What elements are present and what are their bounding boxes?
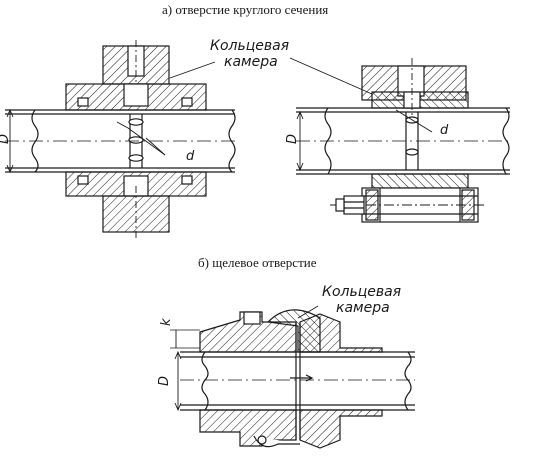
hole-diameter-d-left: d xyxy=(186,149,195,164)
right-assembly xyxy=(296,58,510,223)
chamber-label-bottom: Кольцевая камера xyxy=(322,284,401,316)
chamber-label-top: Кольцевая камера xyxy=(210,38,289,70)
hole-diameter-d-right: d xyxy=(440,123,449,138)
left-assembly xyxy=(5,40,236,240)
chamber-label-top-line1: Кольцевая xyxy=(210,38,289,54)
chamber-label-bottom-line2: камера xyxy=(336,300,390,316)
slot-assembly xyxy=(170,305,415,449)
dimension-D-right: D xyxy=(285,134,300,144)
dimension-D-bottom: D xyxy=(157,376,172,386)
caption-round-hole: а) отверстие круглого сечения xyxy=(162,2,329,17)
dimension-D-left: D xyxy=(0,134,12,144)
caption-slot-hole: б) щелевое отверстие xyxy=(198,255,317,270)
chamber-label-bottom-line1: Кольцевая xyxy=(322,284,401,300)
slot-width-k: k xyxy=(159,318,174,326)
chamber-label-top-line2: камера xyxy=(224,54,278,70)
